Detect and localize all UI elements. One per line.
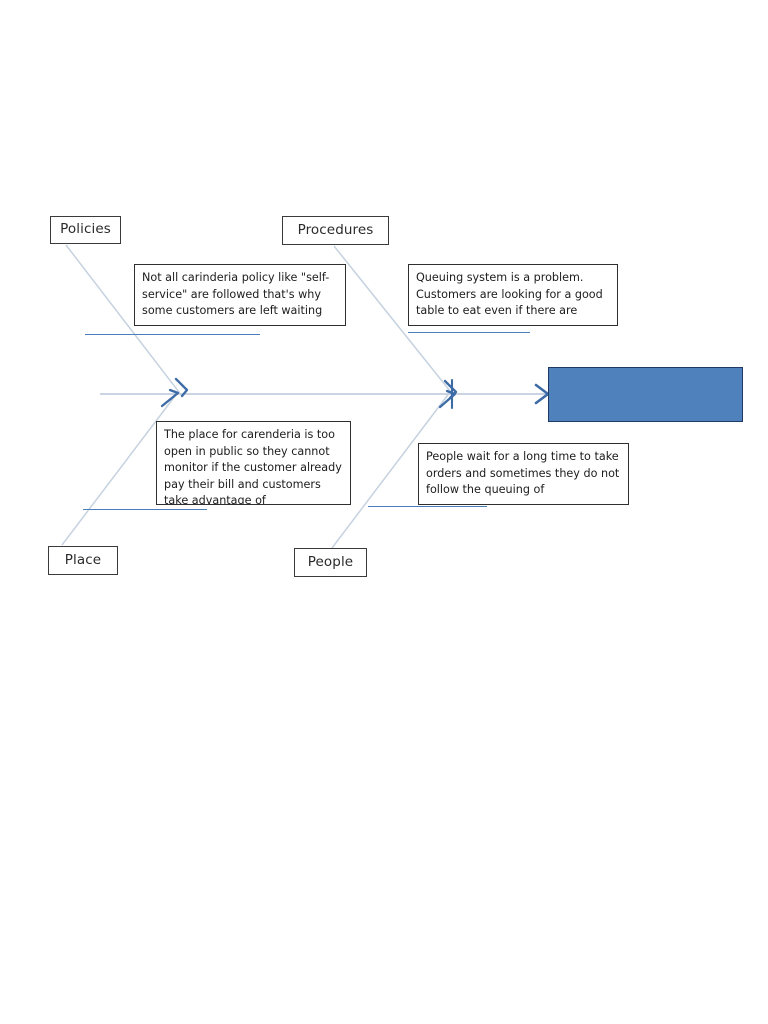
cause-text-procedures[interactable]: Queuing system is a problem. Customers a… — [408, 264, 618, 326]
category-label-people[interactable]: People — [294, 548, 367, 577]
arrowhead-people — [438, 389, 457, 409]
underline-rule-policies — [85, 334, 260, 335]
cause-text-place[interactable]: The place for carenderia is too open in … — [156, 421, 351, 505]
effect-head-box[interactable] — [548, 367, 743, 422]
underline-rule-place — [83, 509, 207, 510]
cause-text-policies[interactable]: Not all carinderia policy like "self-ser… — [134, 264, 346, 326]
arrowhead-place — [160, 388, 180, 408]
underline-rule-people — [368, 506, 487, 507]
cause-text-people[interactable]: People wait for a long time to take orde… — [418, 443, 629, 505]
underline-rule-procedures — [408, 332, 530, 333]
arrowhead-procedures — [443, 379, 458, 400]
category-label-policies[interactable]: Policies — [50, 216, 121, 244]
arrowhead-policies — [174, 377, 189, 398]
category-label-place[interactable]: Place — [48, 546, 118, 575]
category-label-procedures[interactable]: Procedures — [282, 216, 389, 245]
arrowhead-spine-head — [534, 383, 550, 405]
